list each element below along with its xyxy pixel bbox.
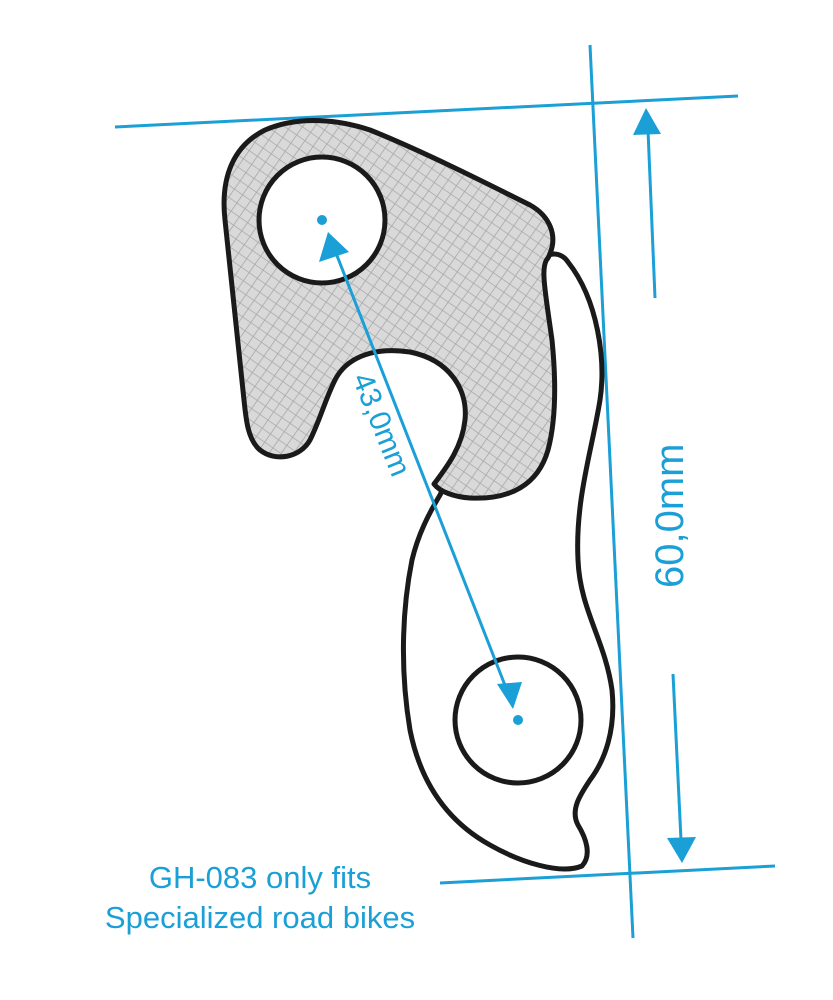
upper-hole-center-dot [317, 215, 327, 225]
height-label: 60,0mm [648, 444, 692, 589]
height-dimension: 60,0mm [633, 108, 696, 863]
caption-line-1: GH-083 only fits [148, 860, 372, 895]
bottom-reference-line [439, 864, 776, 885]
lower-hole-center-dot [513, 715, 523, 725]
top-reference-line [114, 94, 739, 129]
vertical-reference-line [588, 44, 635, 939]
arrowhead-up-icon [319, 232, 349, 262]
caption-line-2: Specialized road bikes [104, 900, 416, 935]
arrowhead-down-icon [667, 837, 696, 863]
reference-lines [114, 44, 776, 939]
arrowhead-up-icon [633, 108, 661, 135]
hole-distance-label: 43,0mm [346, 368, 417, 481]
compatibility-caption: GH-083 only fits Specialized road bikes [60, 858, 460, 938]
arrowhead-down-icon [497, 682, 522, 709]
